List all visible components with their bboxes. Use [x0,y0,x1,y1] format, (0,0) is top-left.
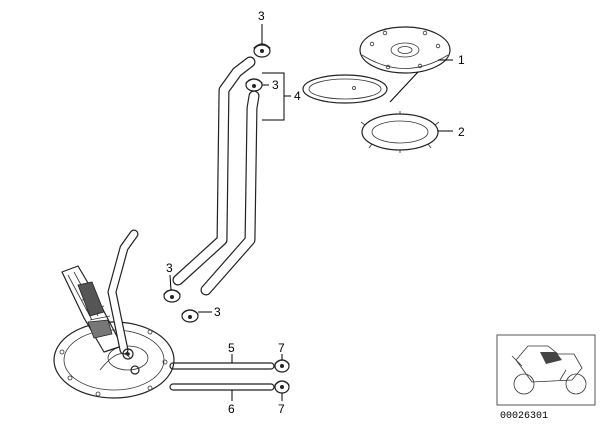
callout-2: 2 [458,125,465,139]
hose-clamp-lower-right[interactable] [181,309,199,323]
hose-5[interactable] [169,362,275,370]
fuel-hose-long[interactable] [172,56,256,286]
callout-3-lower: 3 [214,305,221,319]
motorcycle-silhouette-icon [511,345,587,395]
retaining-ring-part[interactable] [360,111,440,153]
connector-line [389,71,419,103]
callout-3-left: 3 [166,261,173,275]
fuel-hose-short[interactable] [200,90,260,296]
hose-clamp-top[interactable] [253,43,271,58]
hose-clamp-lower-left[interactable] [163,289,181,303]
callout-3-clamp: 3 [272,78,279,92]
gasket-part[interactable] [302,74,388,104]
callout-4: 4 [294,89,301,103]
callout-7-lower: 7 [278,402,285,416]
leader-line-3-left [169,274,172,291]
cover-plate-part[interactable] [359,26,451,74]
callout-6: 6 [228,402,235,416]
hose-clamp-7-upper[interactable] [274,359,290,373]
reference-number: 00026301 [500,411,548,422]
callout-7-upper: 7 [278,341,285,355]
callout-5: 5 [228,341,235,355]
hose-clamp-7-lower[interactable] [274,380,290,394]
hose-clamp-middle[interactable] [245,78,263,92]
fuel-pump-assembly[interactable] [53,229,175,399]
callout-3-top: 3 [258,9,265,23]
callout-1: 1 [458,53,465,67]
inset-thumbnail[interactable] [496,334,596,406]
hose-6[interactable] [169,383,275,391]
